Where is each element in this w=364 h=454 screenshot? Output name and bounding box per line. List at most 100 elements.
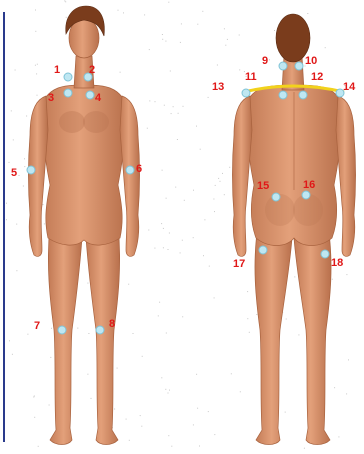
speckle xyxy=(38,446,39,447)
speckle xyxy=(128,284,129,285)
point-12-label: 12 xyxy=(311,71,323,83)
speckle xyxy=(294,276,295,277)
back-spine-line xyxy=(293,92,295,190)
speckle xyxy=(214,434,215,435)
point-16-marker[interactable] xyxy=(302,191,310,199)
point-5-marker[interactable] xyxy=(27,166,35,174)
speckle xyxy=(37,95,38,96)
speckle xyxy=(256,314,257,315)
point-18-marker[interactable] xyxy=(321,250,329,258)
speckle xyxy=(16,270,17,271)
point-6-marker[interactable] xyxy=(126,166,134,174)
speckle xyxy=(6,203,7,204)
speckle xyxy=(183,106,184,107)
point-12-marker[interactable] xyxy=(299,91,307,99)
speckle xyxy=(161,377,162,378)
speckle xyxy=(34,417,35,418)
speckle xyxy=(27,334,28,335)
speckle xyxy=(197,24,198,25)
point-13-marker[interactable] xyxy=(242,89,250,97)
speckle xyxy=(197,408,198,409)
speckle xyxy=(220,181,221,182)
front-right-arm xyxy=(120,96,140,256)
point-10-marker[interactable] xyxy=(295,62,303,70)
point-16-label: 16 xyxy=(303,179,315,191)
speckle xyxy=(249,332,250,333)
speckle xyxy=(164,105,165,106)
point-18-label: 18 xyxy=(331,257,343,269)
speckle xyxy=(214,297,215,298)
speckle xyxy=(224,28,225,29)
speckle xyxy=(123,12,124,13)
speckle xyxy=(6,219,7,220)
speckle xyxy=(91,398,92,399)
speckle xyxy=(298,334,299,335)
speckle xyxy=(214,211,215,212)
speckle xyxy=(162,170,163,171)
speckle xyxy=(77,328,78,329)
speckle xyxy=(16,224,17,225)
speckle xyxy=(180,252,181,253)
speckle xyxy=(13,139,14,140)
point-7-marker[interactable] xyxy=(58,326,66,334)
speckle xyxy=(64,0,65,1)
speckle xyxy=(165,389,166,390)
point-15-marker[interactable] xyxy=(272,193,280,201)
point-8-marker[interactable] xyxy=(96,326,104,334)
speckle xyxy=(247,318,248,319)
point-13-label: 13 xyxy=(212,81,224,93)
point-4-marker[interactable] xyxy=(86,91,94,99)
speckle xyxy=(182,316,183,317)
point-14-label: 14 xyxy=(343,81,356,93)
speckle xyxy=(225,45,226,46)
speckle xyxy=(168,393,169,394)
point-9-marker[interactable] xyxy=(279,62,287,70)
point-7-label: 7 xyxy=(34,320,40,332)
speckle xyxy=(118,10,119,11)
speckle xyxy=(34,396,35,397)
speckle xyxy=(35,31,36,32)
speckle xyxy=(66,17,67,18)
speckle xyxy=(184,200,185,201)
speckle xyxy=(12,354,13,355)
speckle xyxy=(154,248,155,249)
speckle xyxy=(140,415,141,416)
speckle xyxy=(148,230,149,231)
speckle xyxy=(162,34,163,35)
speckle xyxy=(196,126,197,127)
speckle xyxy=(88,333,89,334)
point-11-label: 11 xyxy=(245,71,257,83)
front-figure xyxy=(29,6,140,445)
speckle xyxy=(23,186,24,187)
speckle xyxy=(149,49,150,50)
speckle xyxy=(44,223,45,224)
speckle xyxy=(202,11,203,12)
speckle xyxy=(182,240,183,241)
speckle xyxy=(239,35,240,36)
front-chest-right xyxy=(83,111,109,133)
speckle xyxy=(346,393,347,394)
speckle xyxy=(334,387,335,388)
speckle xyxy=(181,23,182,24)
speckle xyxy=(26,116,27,117)
speckle xyxy=(87,283,88,284)
speckle xyxy=(286,319,287,320)
point-8-label: 8 xyxy=(109,318,115,330)
speckle xyxy=(325,47,326,48)
speckle xyxy=(168,435,169,436)
speckle xyxy=(163,247,164,248)
point-3-label: 3 xyxy=(48,92,54,104)
point-11-marker[interactable] xyxy=(279,91,287,99)
speckle xyxy=(346,274,347,275)
point-17-marker[interactable] xyxy=(259,246,267,254)
front-left-arm xyxy=(29,96,49,256)
point-5-label: 5 xyxy=(11,167,17,179)
speckle xyxy=(193,424,194,425)
speckle xyxy=(196,374,197,375)
point-1-marker[interactable] xyxy=(64,73,72,81)
speckle xyxy=(147,128,148,129)
speckle xyxy=(49,405,50,406)
speckle xyxy=(247,291,248,292)
point-3-marker[interactable] xyxy=(64,89,72,97)
speckle xyxy=(332,279,333,280)
